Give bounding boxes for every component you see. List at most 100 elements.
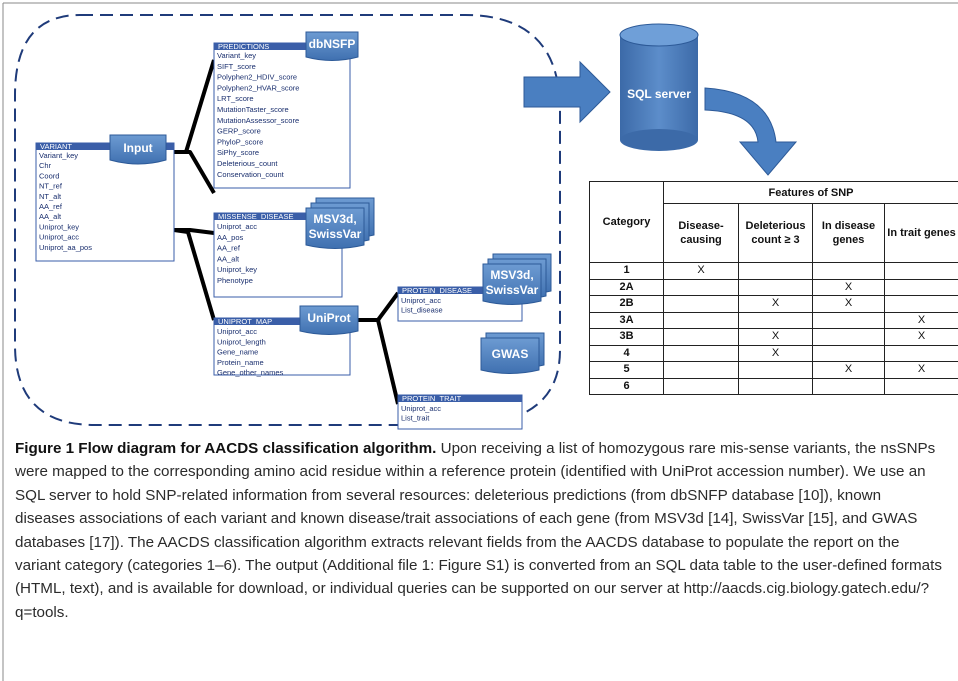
feature-mark-cell: X: [738, 295, 813, 313]
figure-caption: Figure 1 Flow diagram for AACDS classifi…: [15, 437, 945, 624]
table-field: Variant_key: [39, 151, 78, 160]
feature-mark-cell: [738, 262, 813, 280]
feature-mark-cell: [663, 295, 739, 313]
feature-mark-cell: X: [812, 361, 885, 379]
table-field: SIFT_score: [217, 62, 256, 71]
table-field: Uniprot_key: [39, 222, 79, 231]
gwas-label: GWAS: [492, 347, 529, 361]
category-cell: 1: [589, 262, 664, 280]
table-field: MutationAssessor_score: [217, 116, 299, 125]
variant-table-name: VARIANT: [40, 142, 72, 151]
category-cell: 3A: [589, 311, 664, 329]
predictions-table: PREDICTIONS Variant_keySIFT_scorePolyphe…: [213, 42, 351, 189]
table-field: Protein_name: [217, 358, 264, 367]
table-field: Uniprot_acc: [217, 327, 257, 336]
feature-mark-cell: [738, 377, 813, 395]
table-field: List_trait: [401, 414, 430, 423]
features-group-header: Features of SNP: [662, 181, 958, 204]
feature-mark-cell: X: [883, 328, 958, 346]
feature-mark-cell: [883, 377, 958, 395]
feature-mark-cell: X: [663, 262, 739, 280]
table-field: LRT_score: [217, 94, 254, 103]
feature-mark-cell: X: [883, 311, 958, 329]
gwas-badge: GWAS: [480, 332, 545, 374]
table-field: Uniprot_acc: [39, 233, 79, 242]
input-badge: Input: [109, 134, 167, 165]
feature-mark-cell: [663, 377, 739, 395]
feature-mark-cell: X: [738, 328, 813, 346]
dbnsfp-label: dbNSFP: [309, 37, 356, 51]
sql-server-cylinder: SQL server: [619, 23, 699, 151]
variant-table: VARIANT Variant_keyChrCoordNT_refNT_altA…: [35, 142, 175, 262]
uniprot-fields: Uniprot_accUniprot_lengthGene_nameProtei…: [217, 327, 284, 377]
table-row: 6: [589, 377, 958, 395]
table-field: Uniprot_length: [217, 337, 266, 346]
table-field: Phenotype: [217, 276, 253, 285]
col-deleterious-count: Deleterious count ≥ 3: [738, 203, 813, 263]
uniprot-label: UniProt: [307, 311, 350, 325]
arrow-to-table: [704, 87, 798, 176]
table-field: GERP_score: [217, 127, 261, 136]
table-field: Gene_other_names: [217, 368, 284, 377]
uniprot-badge: UniProt: [299, 305, 359, 335]
category-cell: 3B: [589, 328, 664, 346]
connector-lines: [173, 59, 400, 405]
msv3d-label-2: MSV3d,: [490, 268, 533, 282]
table-field: Conservation_count: [217, 170, 285, 179]
feature-mark-cell: [812, 262, 885, 280]
feature-mark-cell: [812, 328, 885, 346]
table-row: 3A X: [589, 311, 958, 329]
feature-mark-cell: [812, 311, 885, 329]
table-field: Uniprot_aa_pos: [39, 243, 92, 252]
feature-mark-cell: [663, 278, 739, 296]
category-cell: 5: [589, 361, 664, 379]
table-field: NT_alt: [39, 192, 62, 201]
table-field: Polyphen2_HDIV_score: [217, 73, 297, 82]
feature-mark-cell: [812, 377, 885, 395]
missense-table-name: MISSENSE_DISEASE: [218, 212, 293, 221]
missense-fields: Uniprot_accAA_posAA_refAA_altUniprot_key…: [217, 222, 257, 285]
feature-mark-cell: [883, 295, 958, 313]
protein-trait-table-name: PROTEIN_TRAIT: [402, 394, 462, 403]
feature-mark-cell: [738, 278, 813, 296]
feature-mark-cell: X: [812, 295, 885, 313]
category-cell: 2B: [589, 295, 664, 313]
feature-mark-cell: X: [738, 344, 813, 362]
feature-mark-cell: X: [812, 278, 885, 296]
table-field: SiPhy_score: [217, 148, 259, 157]
caption-title: Figure 1 Flow diagram for AACDS classifi…: [15, 440, 437, 457]
table-field: NT_ref: [39, 182, 63, 191]
swissvar-label-1: SwissVar: [309, 227, 362, 241]
swissvar-label-2: SwissVar: [486, 283, 539, 297]
table-field: Uniprot_acc: [401, 296, 441, 305]
table-field: AA_ref: [217, 244, 241, 253]
category-cell: 4: [589, 344, 664, 362]
table-field: Polyphen2_HVAR_score: [217, 83, 299, 92]
feature-mark-cell: [883, 278, 958, 296]
predictions-table-name: PREDICTIONS: [218, 42, 269, 51]
feature-mark-cell: [663, 344, 739, 362]
feature-mark-cell: [883, 262, 958, 280]
msv3d-swissvar-badge-1: MSV3d, SwissVar: [305, 197, 375, 249]
protein-disease-table-name: PROTEIN_DISEASE: [402, 286, 472, 295]
category-header: Category: [589, 181, 664, 263]
table-field: Uniprot_key: [217, 265, 257, 274]
table-row: 3B X X: [589, 328, 958, 346]
table-field: Coord: [39, 171, 59, 180]
uniprot-map-table-name: UNIPROT_MAP: [218, 317, 272, 326]
table-field: Chr: [39, 161, 52, 170]
predictions-fields: Variant_keySIFT_scorePolyphen2_HDIV_scor…: [217, 51, 299, 179]
arrow-to-sql: [523, 60, 611, 124]
table-field: AA_alt: [217, 254, 240, 263]
table-field: Uniprot_acc: [217, 222, 257, 231]
table-field: Gene_name: [217, 348, 258, 357]
feature-mark-cell: [812, 344, 885, 362]
table-field: Variant_key: [217, 51, 256, 60]
